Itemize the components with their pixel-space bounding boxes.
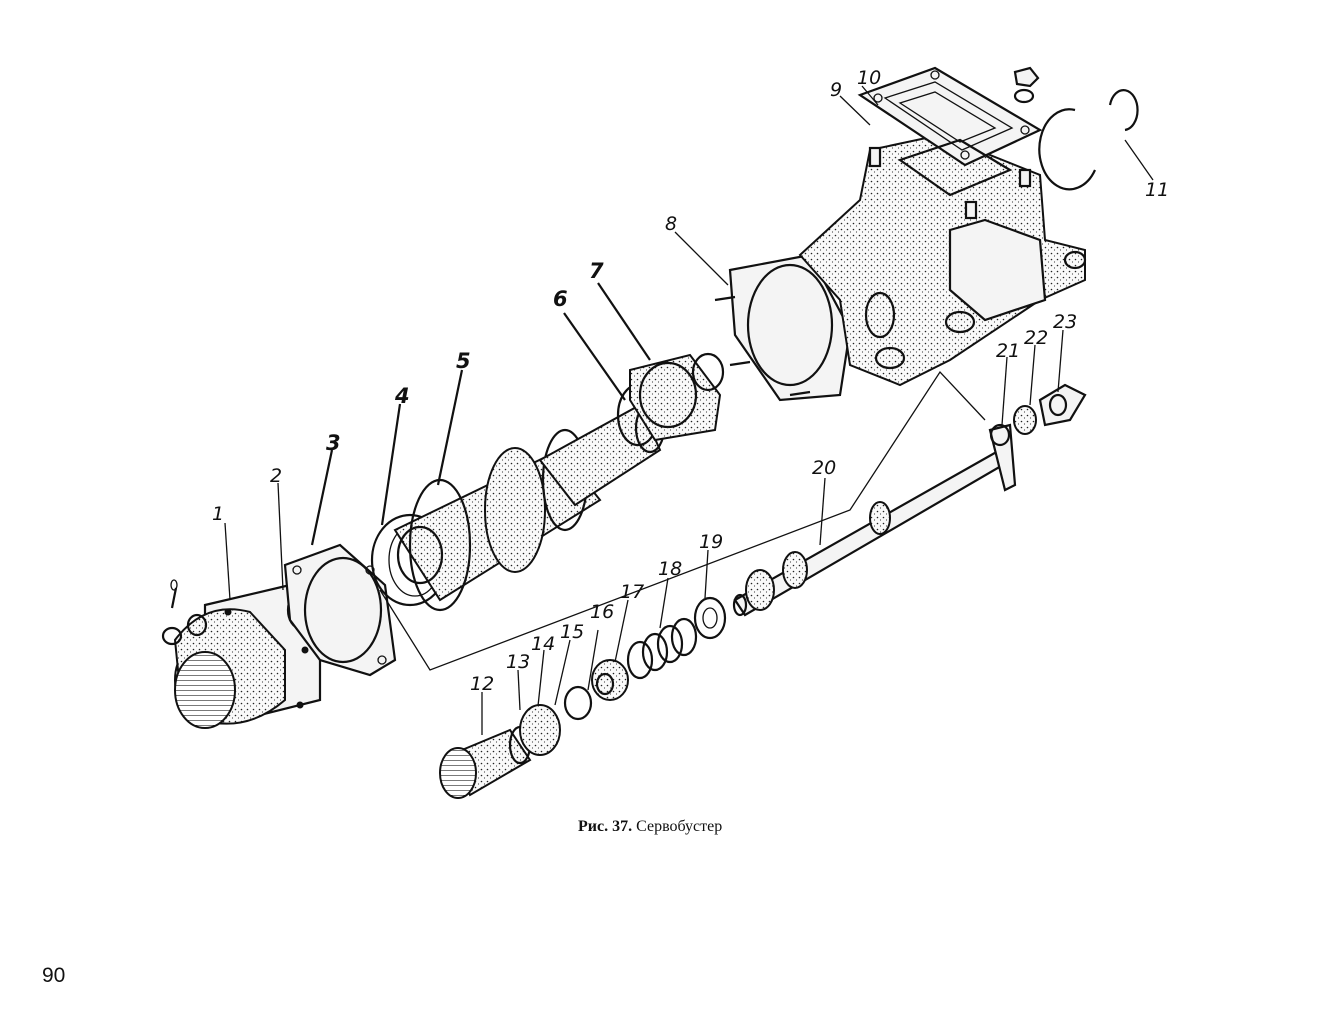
callout-15: 15 <box>560 621 584 643</box>
callout-13: 13 <box>506 651 530 673</box>
part-9-gasket <box>897 138 1013 197</box>
callout-6: 6 <box>553 287 568 311</box>
part-15-ring <box>563 685 593 721</box>
part-10-cover-plate <box>857 66 1043 167</box>
part-16-17-spacer <box>591 659 629 701</box>
leader-lines <box>224 85 1154 735</box>
callout-9: 9 <box>830 79 842 101</box>
callout-4: 4 <box>394 384 410 408</box>
callout-22: 22 <box>1024 327 1048 349</box>
figure-caption-label: Рис. 37. <box>578 818 633 835</box>
part-12-bushing <box>439 725 532 799</box>
part-7-valve-body <box>629 352 725 442</box>
callout-17: 17 <box>620 581 644 603</box>
callout-2: 2 <box>270 465 282 487</box>
callout-14: 14 <box>531 633 555 655</box>
part-19-washer <box>693 596 727 640</box>
part-5-piston <box>393 402 666 612</box>
nut-washer-top <box>1013 66 1040 104</box>
callout-23: 23 <box>1053 311 1077 333</box>
callout-18: 18 <box>658 558 682 580</box>
figure-caption: Рис. 37. Сервобустер <box>578 818 722 836</box>
callout-21: 21 <box>996 340 1020 362</box>
link-line <box>379 370 986 671</box>
callout-16: 16 <box>590 601 614 623</box>
callout-numbers: 1 2 3 4 5 6 7 8 9 10 11 12 13 14 15 16 1… <box>212 67 1169 695</box>
part-23-rod-end <box>1038 383 1087 427</box>
callout-19: 19 <box>699 531 723 553</box>
callout-5: 5 <box>456 349 471 373</box>
callout-11: 11 <box>1145 179 1169 201</box>
callout-20: 20 <box>812 457 836 479</box>
part-22-bushing <box>1013 405 1037 435</box>
part-18-spring <box>626 617 698 680</box>
callout-12: 12 <box>470 673 494 695</box>
part-20-shaft <box>732 448 1010 617</box>
callout-8: 8 <box>665 213 677 235</box>
part-21-lever <box>988 423 1017 492</box>
housing <box>798 133 1087 387</box>
callout-10: 10 <box>857 67 881 89</box>
pin-nut-washer <box>161 579 208 646</box>
callout-7: 7 <box>589 259 604 283</box>
part-13-ring <box>519 704 561 756</box>
part-11-snap-rings <box>1038 89 1139 191</box>
figure-caption-text: Сервобустер <box>636 818 723 835</box>
callout-3: 3 <box>326 431 341 455</box>
part-3-gasket <box>283 543 397 677</box>
page-number: 90 <box>42 964 66 987</box>
callout-1: 1 <box>212 503 224 525</box>
